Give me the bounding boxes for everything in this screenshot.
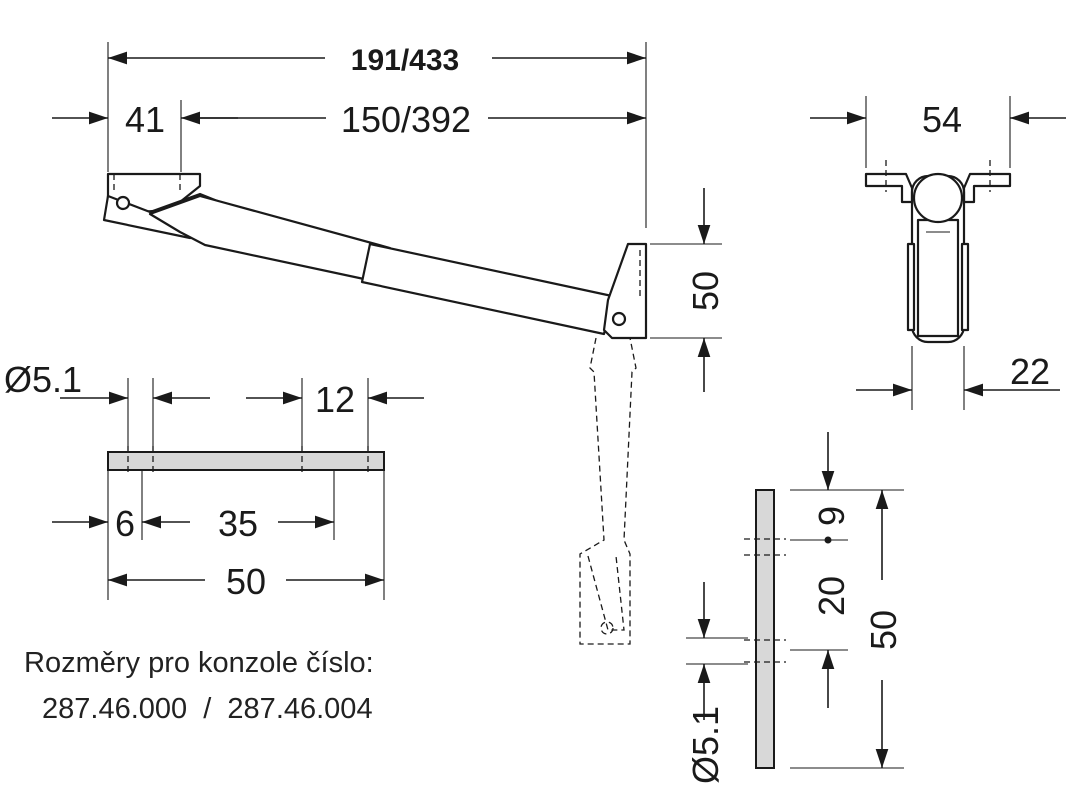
vert-spacing-label: 20	[811, 576, 852, 616]
end-height-label: 50	[685, 271, 726, 311]
caption-title: Rozměry pro konzole číslo:	[24, 647, 374, 679]
horizontal-plate: Ø5.1 12 6 35 50	[4, 359, 424, 602]
overall-length-label: 191/433	[351, 44, 459, 77]
vert-top-offset-label: 9	[811, 506, 852, 526]
bracket-width-label: 41	[125, 99, 165, 140]
arm-width-label: 22	[1010, 351, 1050, 392]
plate-offset-label: 6	[115, 503, 135, 544]
arm-length-label: 150/392	[341, 99, 471, 140]
hole-diameter-vert-label: Ø5.1	[685, 706, 726, 784]
plate-length-label: 50	[226, 561, 266, 602]
hole-edge-top-label: 12	[315, 379, 355, 420]
side-width-label: 54	[922, 99, 962, 140]
hole-diameter-top-label: Ø5.1	[4, 359, 82, 400]
side-view: 191/433 41 150/392 50	[52, 42, 726, 645]
vertical-plate: 9 20 50 Ø5.1	[685, 432, 904, 784]
caption-part-numbers: 287.46.000 / 287.46.004	[42, 693, 373, 725]
hole-spacing-label: 35	[218, 503, 258, 544]
vert-length-label: 50	[863, 610, 904, 650]
front-view: 54 22	[810, 96, 1066, 410]
